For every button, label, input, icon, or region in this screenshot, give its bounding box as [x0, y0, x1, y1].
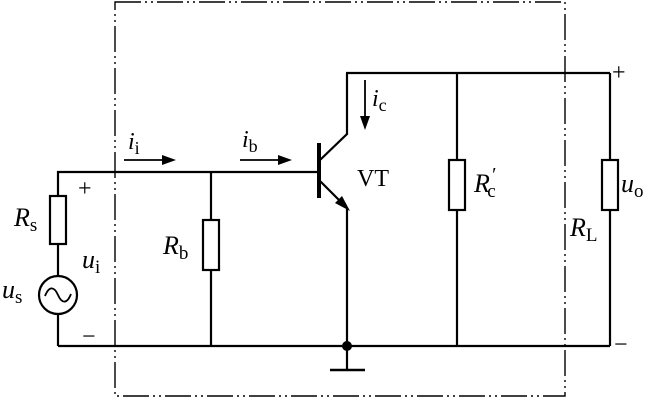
- two-port-boundary: [114, 1, 566, 397]
- ic-arrow-icon: [360, 116, 370, 130]
- label-ui: ui: [82, 245, 100, 278]
- label-ic: ic: [372, 86, 387, 115]
- sine-icon: [44, 287, 72, 303]
- label-minus-input: −: [82, 324, 96, 350]
- label-uo: uo: [621, 169, 644, 202]
- resistor-rs: [48, 194, 68, 246]
- collector-lead: [319, 73, 349, 161]
- label-rl: RL: [569, 213, 598, 246]
- resistor-rc: [447, 158, 467, 212]
- emitter-arrow-icon: [335, 196, 350, 211]
- label-plus-output: +: [612, 60, 626, 86]
- label-plus-input: +: [78, 176, 92, 202]
- label-us: us: [2, 275, 22, 308]
- label-rb: Rb: [162, 231, 188, 264]
- label-rc: R′c: [473, 164, 496, 202]
- label-vt: VT: [357, 166, 389, 192]
- resistor-rl: [600, 158, 620, 212]
- label-ib: ib: [242, 127, 258, 156]
- resistor-rb: [201, 218, 221, 272]
- ib-arrow-icon: [278, 155, 292, 165]
- label-rs: Rs: [13, 203, 37, 236]
- ii-arrow-icon: [162, 155, 176, 165]
- input-top-wire: [56, 170, 318, 196]
- label-minus-output: −: [614, 332, 628, 358]
- label-ii: ii: [128, 129, 140, 158]
